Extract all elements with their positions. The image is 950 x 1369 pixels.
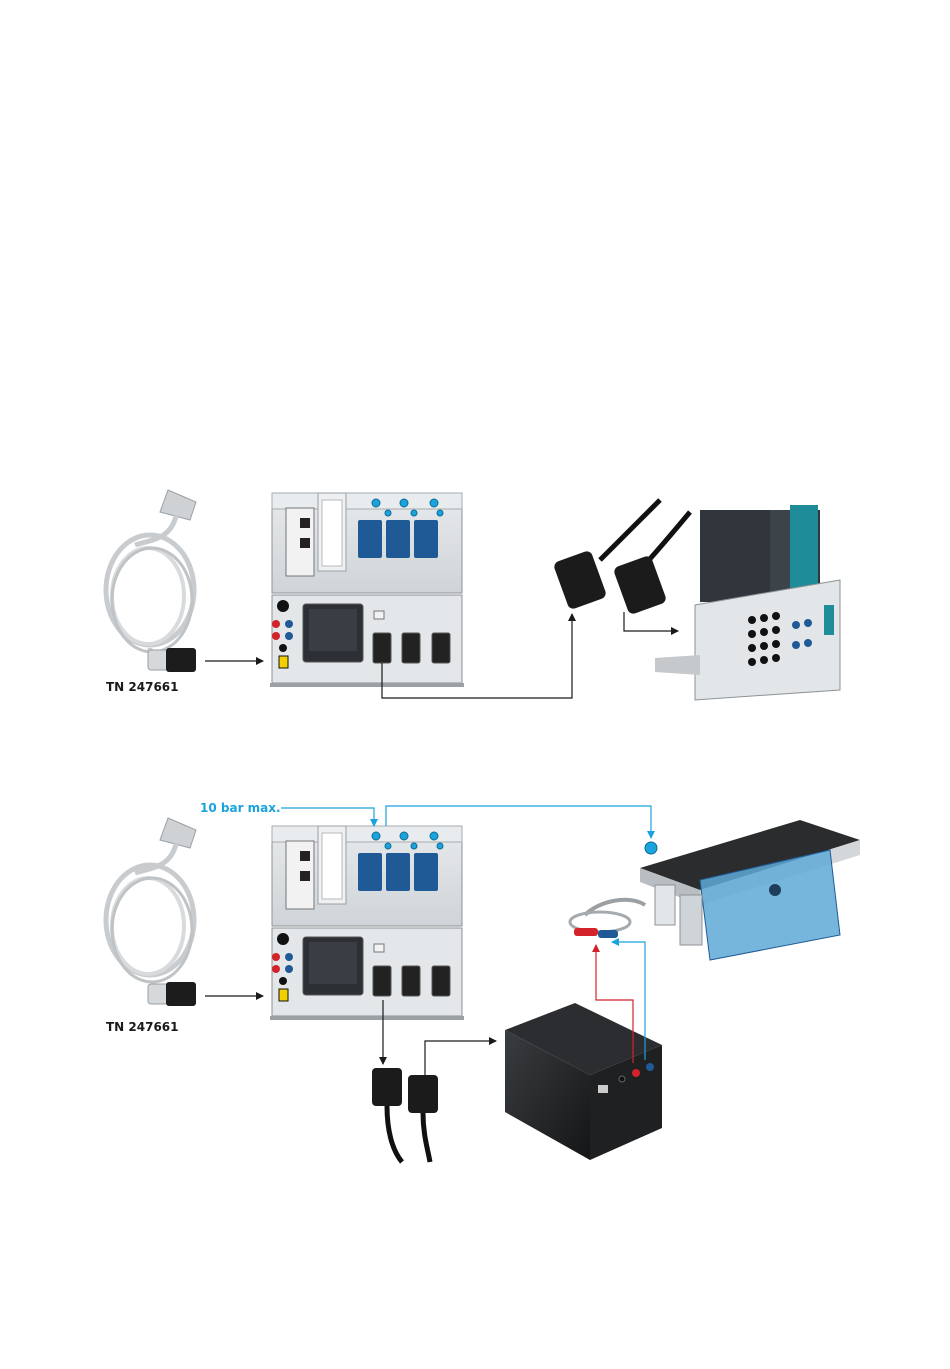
- control-panel-top: [270, 493, 464, 687]
- plc-station: [655, 505, 840, 700]
- power-cord-label-top: TN 247661: [106, 680, 179, 694]
- conveyor-station: [640, 820, 860, 960]
- pressure-limit-label: 10 bar max.: [200, 801, 281, 815]
- signal-cable: [570, 900, 645, 938]
- arrow-iec-to-plc: [624, 612, 678, 631]
- iec-cable-pair-bottom: [372, 1068, 438, 1162]
- air-line-to-panel: [281, 808, 374, 826]
- iec-cable-pair-top: [553, 500, 690, 615]
- power-cord-top: [106, 490, 196, 672]
- control-panel-bottom: [270, 826, 464, 1020]
- power-supply-unit: [505, 1003, 662, 1160]
- power-cord-label-bottom: TN 247661: [106, 1020, 179, 1034]
- power-cord-bottom: [106, 818, 196, 1006]
- arrow-iec-to-psu: [425, 1041, 496, 1076]
